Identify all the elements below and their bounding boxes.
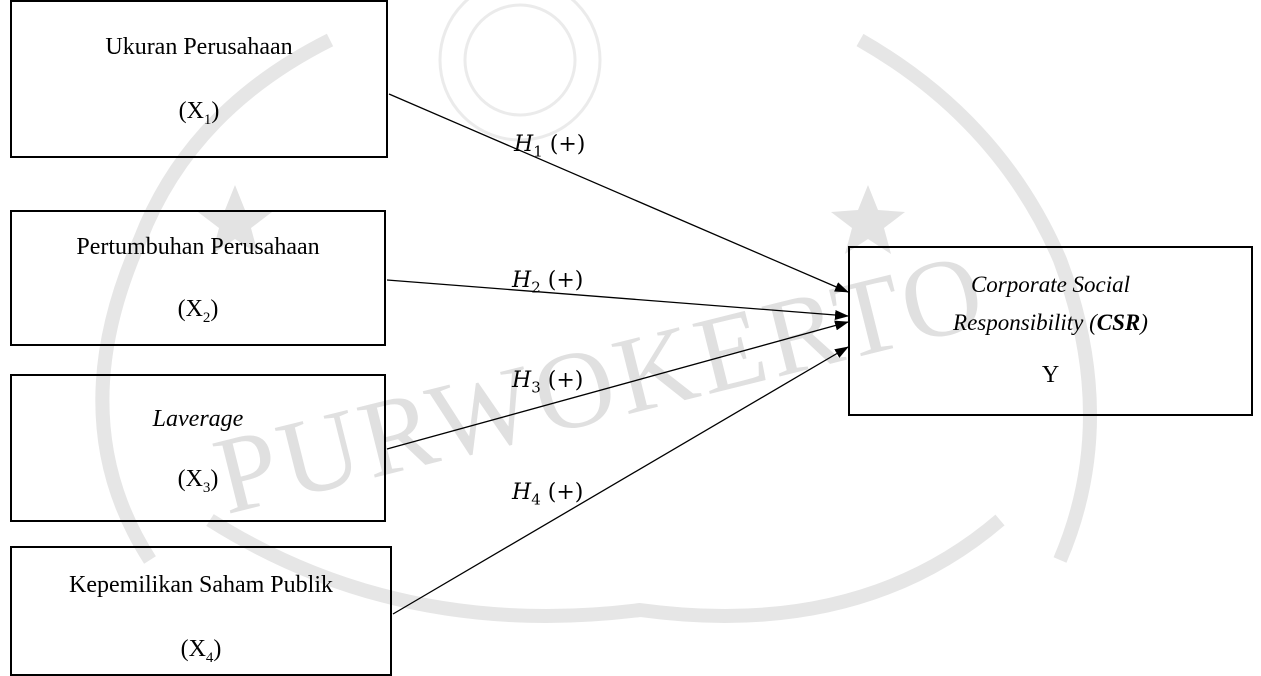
h4-letter: H: [512, 480, 532, 505]
h4-sub: 4: [531, 490, 541, 509]
box-y-title-line1: Corporate Social: [970, 272, 1131, 297]
h1-sign: (+): [549, 132, 586, 157]
hypothesis-h2: H2 (+): [512, 268, 583, 296]
arrow-h2: [386, 279, 849, 320]
x1-code-letter: X: [186, 98, 204, 124]
x2-code-sub: 2: [202, 309, 211, 326]
box-y-title-line2: Responsibility (CSR): [850, 310, 1251, 336]
box-x2-name: Pertumbuhan Perusahaan: [76, 234, 320, 260]
h3-sign: (+): [547, 368, 584, 393]
arrow-h1: [388, 93, 849, 293]
box-x1-code: (X1): [178, 98, 220, 128]
h1-sub: 1: [533, 142, 543, 161]
h3-letter: H: [512, 368, 532, 393]
arrow-h4: [392, 346, 849, 615]
box-x3: Laverage (X3): [10, 374, 386, 522]
box-x2: Pertumbuhan Perusahaan (X2): [10, 210, 386, 346]
h3-sub: 3: [531, 378, 541, 397]
x3-code-letter: X: [185, 466, 203, 492]
hypothesis-h1: H1 (+): [514, 132, 585, 160]
h2-letter: H: [512, 268, 532, 293]
box-y: Corporate Social Responsibility (CSR) Y: [848, 246, 1253, 416]
y-line2-a: Responsibility (: [953, 310, 1097, 335]
box-x4-name: Kepemilikan Saham Publik: [69, 572, 333, 598]
x1-code-sub: 1: [203, 111, 212, 128]
h1-letter: H: [514, 132, 534, 157]
box-x3-name: Laverage: [152, 406, 244, 432]
box-x1-name: Ukuran Perusahaan: [105, 34, 293, 60]
box-x3-code: (X3): [177, 466, 219, 496]
x4-code-letter: X: [188, 636, 206, 662]
box-y-code: Y: [1041, 362, 1060, 388]
x2-code-letter: X: [185, 296, 203, 322]
box-x1: Ukuran Perusahaan (X1): [10, 0, 388, 158]
y-line2-csr: CSR: [1096, 310, 1141, 335]
h2-sign: (+): [547, 268, 584, 293]
x3-code-sub: 3: [202, 479, 211, 496]
box-x4: Kepemilikan Saham Publik (X4): [10, 546, 392, 676]
h4-sign: (+): [547, 480, 584, 505]
hypothesis-h4: H4 (+): [512, 480, 583, 508]
h2-sub: 2: [531, 278, 541, 297]
y-line2-c: ): [1140, 310, 1148, 335]
box-x4-code: (X4): [180, 636, 222, 666]
box-x2-code: (X2): [177, 296, 219, 326]
hypothesis-h3: H3 (+): [512, 368, 583, 396]
x4-code-sub: 4: [205, 649, 214, 666]
arrow-h3: [386, 320, 849, 450]
